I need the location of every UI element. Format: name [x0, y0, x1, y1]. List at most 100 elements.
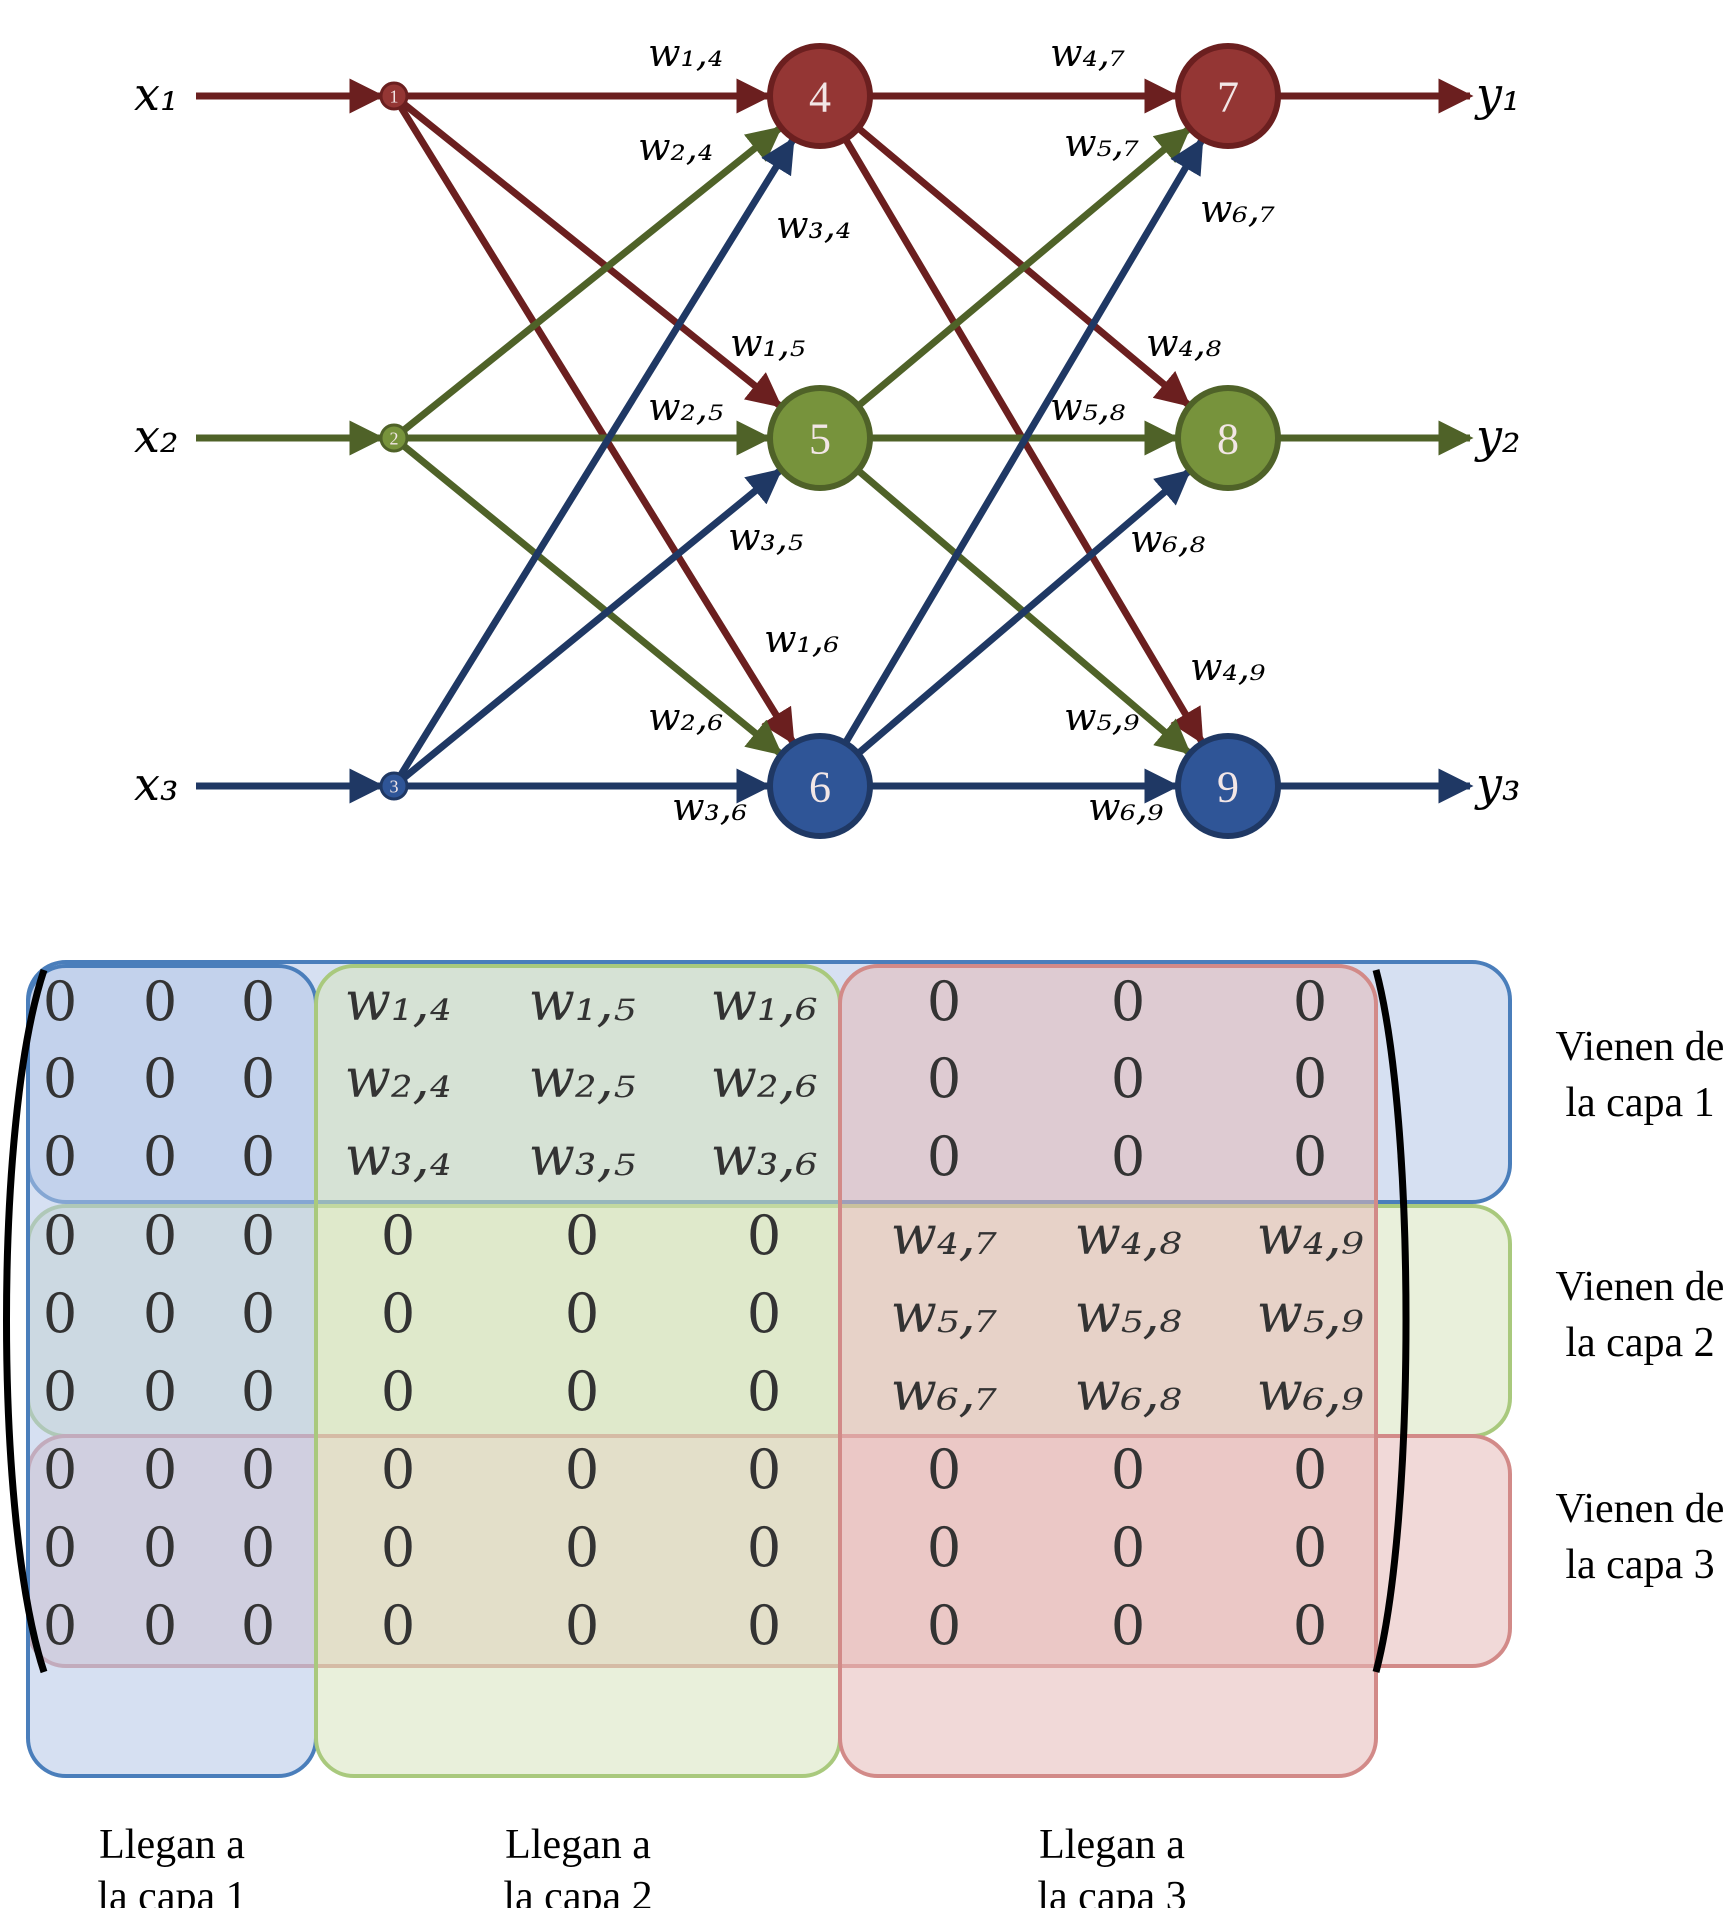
- weight-label-16: w₅,₉: [1064, 695, 1140, 739]
- col-label-1-line-2: la capa 1: [97, 1874, 246, 1908]
- matrix-cell-4-1: 0: [143, 1282, 177, 1345]
- network-diagram: 123456789x₁x₂x₃y₁y₂y₃w₁,₄w₂,₄w₃,₄w₁,₅w₂,…: [134, 31, 1520, 839]
- input-label-2: x₂: [134, 409, 178, 463]
- matrix-cell-3-7: w₄,₈: [1075, 1204, 1182, 1267]
- matrix-cell-7-1: 0: [143, 1516, 177, 1579]
- matrix-cell-4-7: w₅,₈: [1075, 1282, 1182, 1345]
- node-7-label: 7: [1217, 72, 1239, 121]
- matrix-cell-5-5: 0: [747, 1360, 781, 1423]
- node-4: [767, 43, 873, 149]
- matrix-cell-1-4: w₂,₅: [529, 1047, 636, 1110]
- matrix-left-bracket: [3, 968, 48, 1674]
- weight-label-14: w₆,₈: [1130, 517, 1206, 561]
- node-9-label: 9: [1217, 762, 1239, 811]
- node-6: [767, 733, 873, 839]
- matrix-cell-6-0: 0: [43, 1438, 77, 1501]
- node-9: [1175, 733, 1281, 839]
- matrix-cell-1-6: 0: [927, 1047, 961, 1110]
- matrix-cell-2-4: w₃,₅: [529, 1125, 636, 1188]
- weight-label-12: w₄,₈: [1146, 321, 1222, 365]
- matrix-cell-6-4: 0: [565, 1438, 599, 1501]
- matrix-cell-3-1: 0: [143, 1204, 177, 1267]
- weight-label-11: w₆,₇: [1200, 187, 1275, 231]
- row-label-1-line-1: Vienen de: [1556, 1024, 1725, 1070]
- matrix-cell-8-0: 0: [43, 1594, 77, 1657]
- weight-label-8: w₃,₆: [672, 785, 747, 829]
- node-8-label: 8: [1217, 414, 1239, 463]
- matrix-right-bracket: [1372, 969, 1410, 1673]
- col-label-3-line-2: la capa 3: [1037, 1874, 1186, 1908]
- edge-6-8: [855, 469, 1192, 757]
- matrix-cell-0-4: w₁,₅: [529, 970, 636, 1033]
- matrix-cell-2-6: 0: [927, 1125, 961, 1188]
- edge-2-6: [401, 443, 783, 756]
- matrix-cell-2-5: w₃,₆: [711, 1125, 818, 1188]
- weight-label-0: w₁,₄: [648, 31, 723, 75]
- matrix-cell-2-8: 0: [1293, 1125, 1327, 1188]
- matrix-cell-8-5: 0: [747, 1594, 781, 1657]
- matrix-cell-8-1: 0: [143, 1594, 177, 1657]
- matrix-cell-3-4: 0: [565, 1204, 599, 1267]
- matrix-cell-1-0: 0: [43, 1047, 77, 1110]
- matrix-cell-0-0: 0: [43, 970, 77, 1033]
- matrix-cell-4-8: w₅,₉: [1257, 1282, 1364, 1345]
- matrix-cell-6-7: 0: [1111, 1438, 1145, 1501]
- matrix-cell-3-5: 0: [747, 1204, 781, 1267]
- matrix-cell-6-5: 0: [747, 1438, 781, 1501]
- matrix-cell-2-2: 0: [241, 1125, 275, 1188]
- matrix-cell-5-1: 0: [143, 1360, 177, 1423]
- matrix-cell-8-3: 0: [381, 1594, 415, 1657]
- weight-label-17: w₆,₉: [1088, 785, 1164, 829]
- matrix-cell-0-6: 0: [927, 970, 961, 1033]
- weight-label-6: w₁,₆: [764, 617, 839, 661]
- matrix-cell-3-0: 0: [43, 1204, 77, 1267]
- col-label-2-line-1: Llegan a: [505, 1822, 651, 1868]
- matrix-cell-6-8: 0: [1293, 1438, 1327, 1501]
- weight-label-9: w₄,₇: [1050, 31, 1125, 75]
- matrix-cell-2-3: w₃,₄: [345, 1125, 452, 1188]
- weight-label-3: w₁,₅: [730, 321, 805, 365]
- weight-label-2: w₃,₄: [776, 203, 851, 247]
- weight-label-5: w₃,₅: [728, 515, 803, 559]
- matrix-cell-1-8: 0: [1293, 1047, 1327, 1110]
- matrix-cell-4-2: 0: [241, 1282, 275, 1345]
- matrix-cell-7-6: 0: [927, 1516, 961, 1579]
- row-label-2-line-2: la capa 2: [1565, 1320, 1714, 1366]
- edge-1-5: [401, 101, 783, 409]
- node-5-label: 5: [809, 414, 831, 463]
- matrix-cell-8-8: 0: [1293, 1594, 1327, 1657]
- row-label-3-line-1: Vienen de: [1556, 1486, 1725, 1532]
- matrix-cell-0-5: w₁,₆: [711, 970, 818, 1033]
- node-1: [379, 81, 409, 111]
- matrix-cell-0-7: 0: [1111, 970, 1145, 1033]
- edge-3-4: [397, 137, 796, 777]
- matrix-cell-1-5: w₂,₆: [711, 1047, 818, 1110]
- input-label-3: x₃: [134, 757, 178, 811]
- matrix-cell-7-5: 0: [747, 1516, 781, 1579]
- weight-label-10: w₅,₇: [1064, 121, 1139, 165]
- edge-2-4: [401, 125, 783, 433]
- matrix-cell-3-6: w₄,₇: [891, 1204, 998, 1267]
- matrix-cell-5-4: 0: [565, 1360, 599, 1423]
- node-1-label: 1: [390, 86, 399, 106]
- matrix-cell-3-8: w₄,₉: [1257, 1204, 1364, 1267]
- matrix-cell-1-1: 0: [143, 1047, 177, 1110]
- edge-3-5: [401, 468, 783, 781]
- matrix-cell-8-4: 0: [565, 1594, 599, 1657]
- input-label-1: x₁: [134, 67, 178, 121]
- matrix-cell-4-5: 0: [747, 1282, 781, 1345]
- matrix-cell-7-2: 0: [241, 1516, 275, 1579]
- output-label-1: y₁: [1474, 67, 1520, 121]
- matrix-cell-8-6: 0: [927, 1594, 961, 1657]
- col-label-2-line-2: la capa 2: [503, 1874, 652, 1908]
- matrix-cell-4-3: 0: [381, 1282, 415, 1345]
- matrix-cell-6-6: 0: [927, 1438, 961, 1501]
- matrix-cell-5-3: 0: [381, 1360, 415, 1423]
- matrix-cell-3-2: 0: [241, 1204, 275, 1267]
- matrix-cell-1-2: 0: [241, 1047, 275, 1110]
- matrix-cell-4-0: 0: [43, 1282, 77, 1345]
- matrix-cell-5-0: 0: [43, 1360, 77, 1423]
- matrix-cell-5-7: w₆,₈: [1075, 1360, 1182, 1423]
- weight-label-7: w₂,₆: [648, 695, 723, 739]
- matrix-cell-2-0: 0: [43, 1125, 77, 1188]
